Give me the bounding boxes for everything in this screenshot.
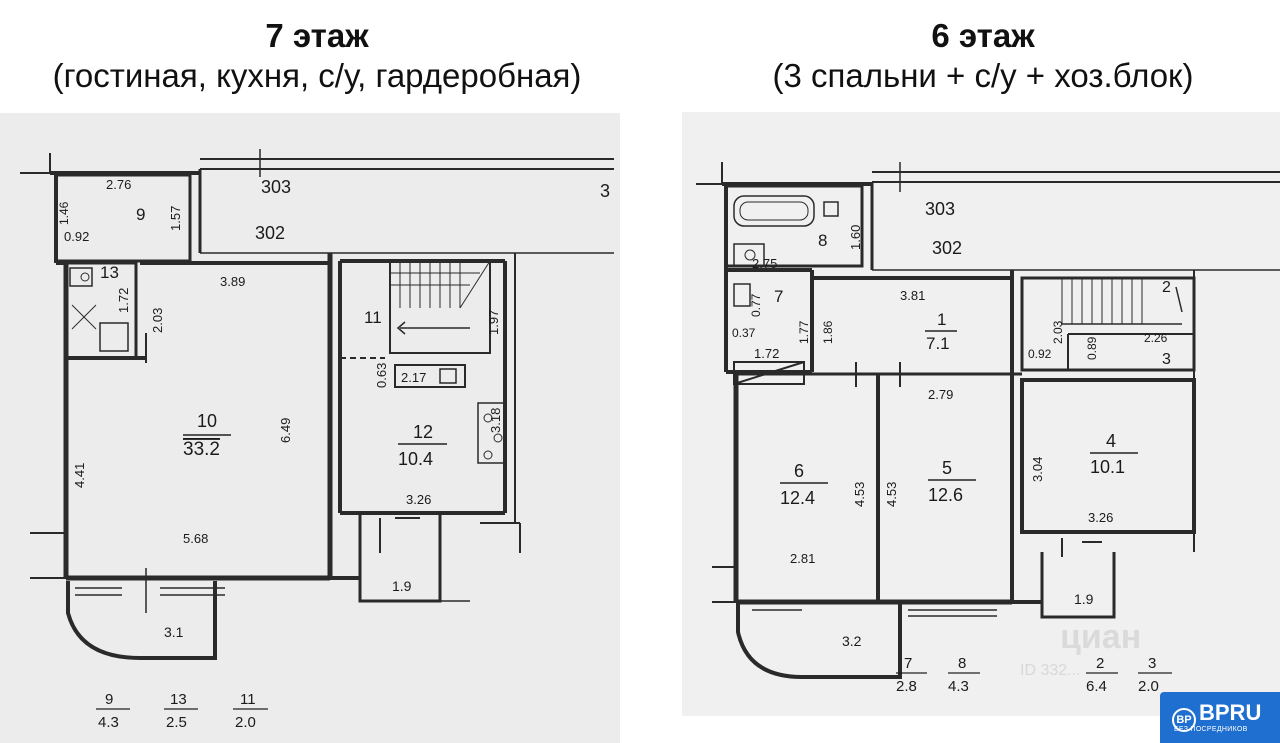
floor-plan-7: 303 302 3 2.76 9 1.46 1.57 0.92 13 1.72 … <box>0 113 620 743</box>
room-9-number: 9 <box>136 205 145 224</box>
dim-1-57: 1.57 <box>168 206 183 231</box>
summary-room-11: 11 <box>240 691 256 708</box>
dim-0-37: 0.37 <box>732 326 756 340</box>
summary-area-2: 6.4 <box>1086 678 1107 695</box>
summary-room-7: 7 <box>904 655 912 672</box>
dim-2-17: 2.17 <box>401 370 426 385</box>
summary-area-7: 2.8 <box>896 678 917 695</box>
dim-1-46: 1.46 <box>57 201 71 225</box>
room-6-area: 12.4 <box>780 488 815 508</box>
left-floor-description: (гостиная, кухня, с/у, гардеробная) <box>52 57 582 94</box>
summary-room-13: 13 <box>170 691 187 708</box>
label-303: 303 <box>261 177 291 197</box>
dim-1-77: 1.77 <box>797 320 811 344</box>
floor-plan-6-drawing: 303 302 8 1.60 2.75 7 0.77 0.37 1.77 1.8… <box>696 162 1280 695</box>
room-10-area: 33.2 <box>183 439 220 460</box>
summary-room-3: 3 <box>1148 655 1156 672</box>
dim-3-18: 3.18 <box>488 408 503 433</box>
summary-area-3: 2.0 <box>1138 678 1159 695</box>
dim-6-49: 6.49 <box>278 418 293 443</box>
room-2-number: 2 <box>1162 279 1171 296</box>
dim-3-2: 3.2 <box>842 633 862 649</box>
brand-tagline: БЕЗ ПОСРЕДНИКОВ <box>1174 726 1248 733</box>
summary-room-9: 9 <box>105 691 113 708</box>
dim-3-26: 3.26 <box>406 492 431 507</box>
dim-4-53-left: 4.53 <box>852 482 867 507</box>
left-floor-number: 7 этаж <box>265 17 369 54</box>
label-302: 302 <box>255 223 285 243</box>
dim-4-53-right: 4.53 <box>884 482 899 507</box>
room-4-number: 4 <box>1106 431 1116 451</box>
room-5-area: 12.6 <box>928 485 963 505</box>
dim-0-92: 0.92 <box>64 229 89 244</box>
dim-3-1: 3.1 <box>164 624 184 640</box>
room-6-number: 6 <box>794 461 804 481</box>
room-1-number: 1 <box>937 310 946 329</box>
room-11-number: 11 <box>364 308 382 327</box>
label-3: 3 <box>600 181 610 201</box>
dim-2-81: 2.81 <box>790 551 815 566</box>
dim-3-81: 3.81 <box>900 288 925 303</box>
room-8-number: 8 <box>818 231 827 250</box>
room-5-number: 5 <box>942 458 952 478</box>
floor-plan-7-drawing: 303 302 3 2.76 9 1.46 1.57 0.92 13 1.72 … <box>20 149 614 731</box>
dim-1-72: 1.72 <box>754 346 779 361</box>
dim-3-04: 3.04 <box>1030 457 1045 482</box>
dim-0-77: 0.77 <box>749 293 763 317</box>
dim-0-92: 0.92 <box>1028 347 1052 361</box>
right-floor-description: (3 спальни + с/у + хоз.блок) <box>772 57 1194 94</box>
floor-plan-6: 303 302 8 1.60 2.75 7 0.77 0.37 1.77 1.8… <box>682 112 1280 716</box>
dim-2-75: 2.75 <box>752 256 777 271</box>
dim-1-60: 1.60 <box>848 225 863 250</box>
dim-2-76: 2.76 <box>106 177 131 192</box>
dim-3-89: 3.89 <box>220 274 245 289</box>
summary-area-9: 4.3 <box>98 714 119 731</box>
dim-2-03: 2.03 <box>150 308 165 333</box>
dim-0-63: 0.63 <box>374 363 389 388</box>
dim-1-9: 1.9 <box>392 578 412 594</box>
room-7-number: 7 <box>774 287 783 306</box>
dim-1-97: 1.97 <box>486 310 501 335</box>
summary-area-11: 2.0 <box>235 714 256 731</box>
dim-1-86: 1.86 <box>821 320 835 344</box>
room-1-area: 7.1 <box>926 334 950 353</box>
dim-3-26: 3.26 <box>1088 510 1113 525</box>
summary-area-13: 2.5 <box>166 714 187 731</box>
room-13-number: 13 <box>100 263 119 282</box>
dim-1-72: 1.72 <box>116 288 131 313</box>
room-12-area: 10.4 <box>398 449 433 469</box>
dim-5-68: 5.68 <box>183 531 208 546</box>
dim-2-03: 2.03 <box>1051 320 1065 344</box>
room-3-number: 3 <box>1162 351 1171 368</box>
dim-0-89: 0.89 <box>1085 336 1099 360</box>
summary-room-8: 8 <box>958 655 966 672</box>
right-floor-number: 6 этаж <box>931 17 1035 54</box>
dim-2-26: 2.26 <box>1144 331 1168 345</box>
watermark-logo: циан <box>1060 618 1142 656</box>
dim-4-41: 4.41 <box>72 463 87 488</box>
brand-mark-icon: BP <box>1172 708 1196 732</box>
summary-area-8: 4.3 <box>948 678 969 695</box>
room-12-number: 12 <box>413 422 433 442</box>
summary-room-2: 2 <box>1096 655 1104 672</box>
room-4-area: 10.1 <box>1090 457 1125 477</box>
label-302: 302 <box>932 238 962 258</box>
room-10-number: 10 <box>197 411 217 431</box>
watermark-id: ID 332... <box>1020 662 1081 679</box>
brand-name: BPRU <box>1199 700 1262 725</box>
right-floor-title: 6 этаж (3 спальни + с/у + хоз.блок) <box>660 16 1280 96</box>
label-303: 303 <box>925 199 955 219</box>
left-floor-title: 7 этаж (гостиная, кухня, с/у, гардеробна… <box>0 16 634 96</box>
dim-2-79: 2.79 <box>928 387 953 402</box>
dim-1-9: 1.9 <box>1074 591 1094 607</box>
